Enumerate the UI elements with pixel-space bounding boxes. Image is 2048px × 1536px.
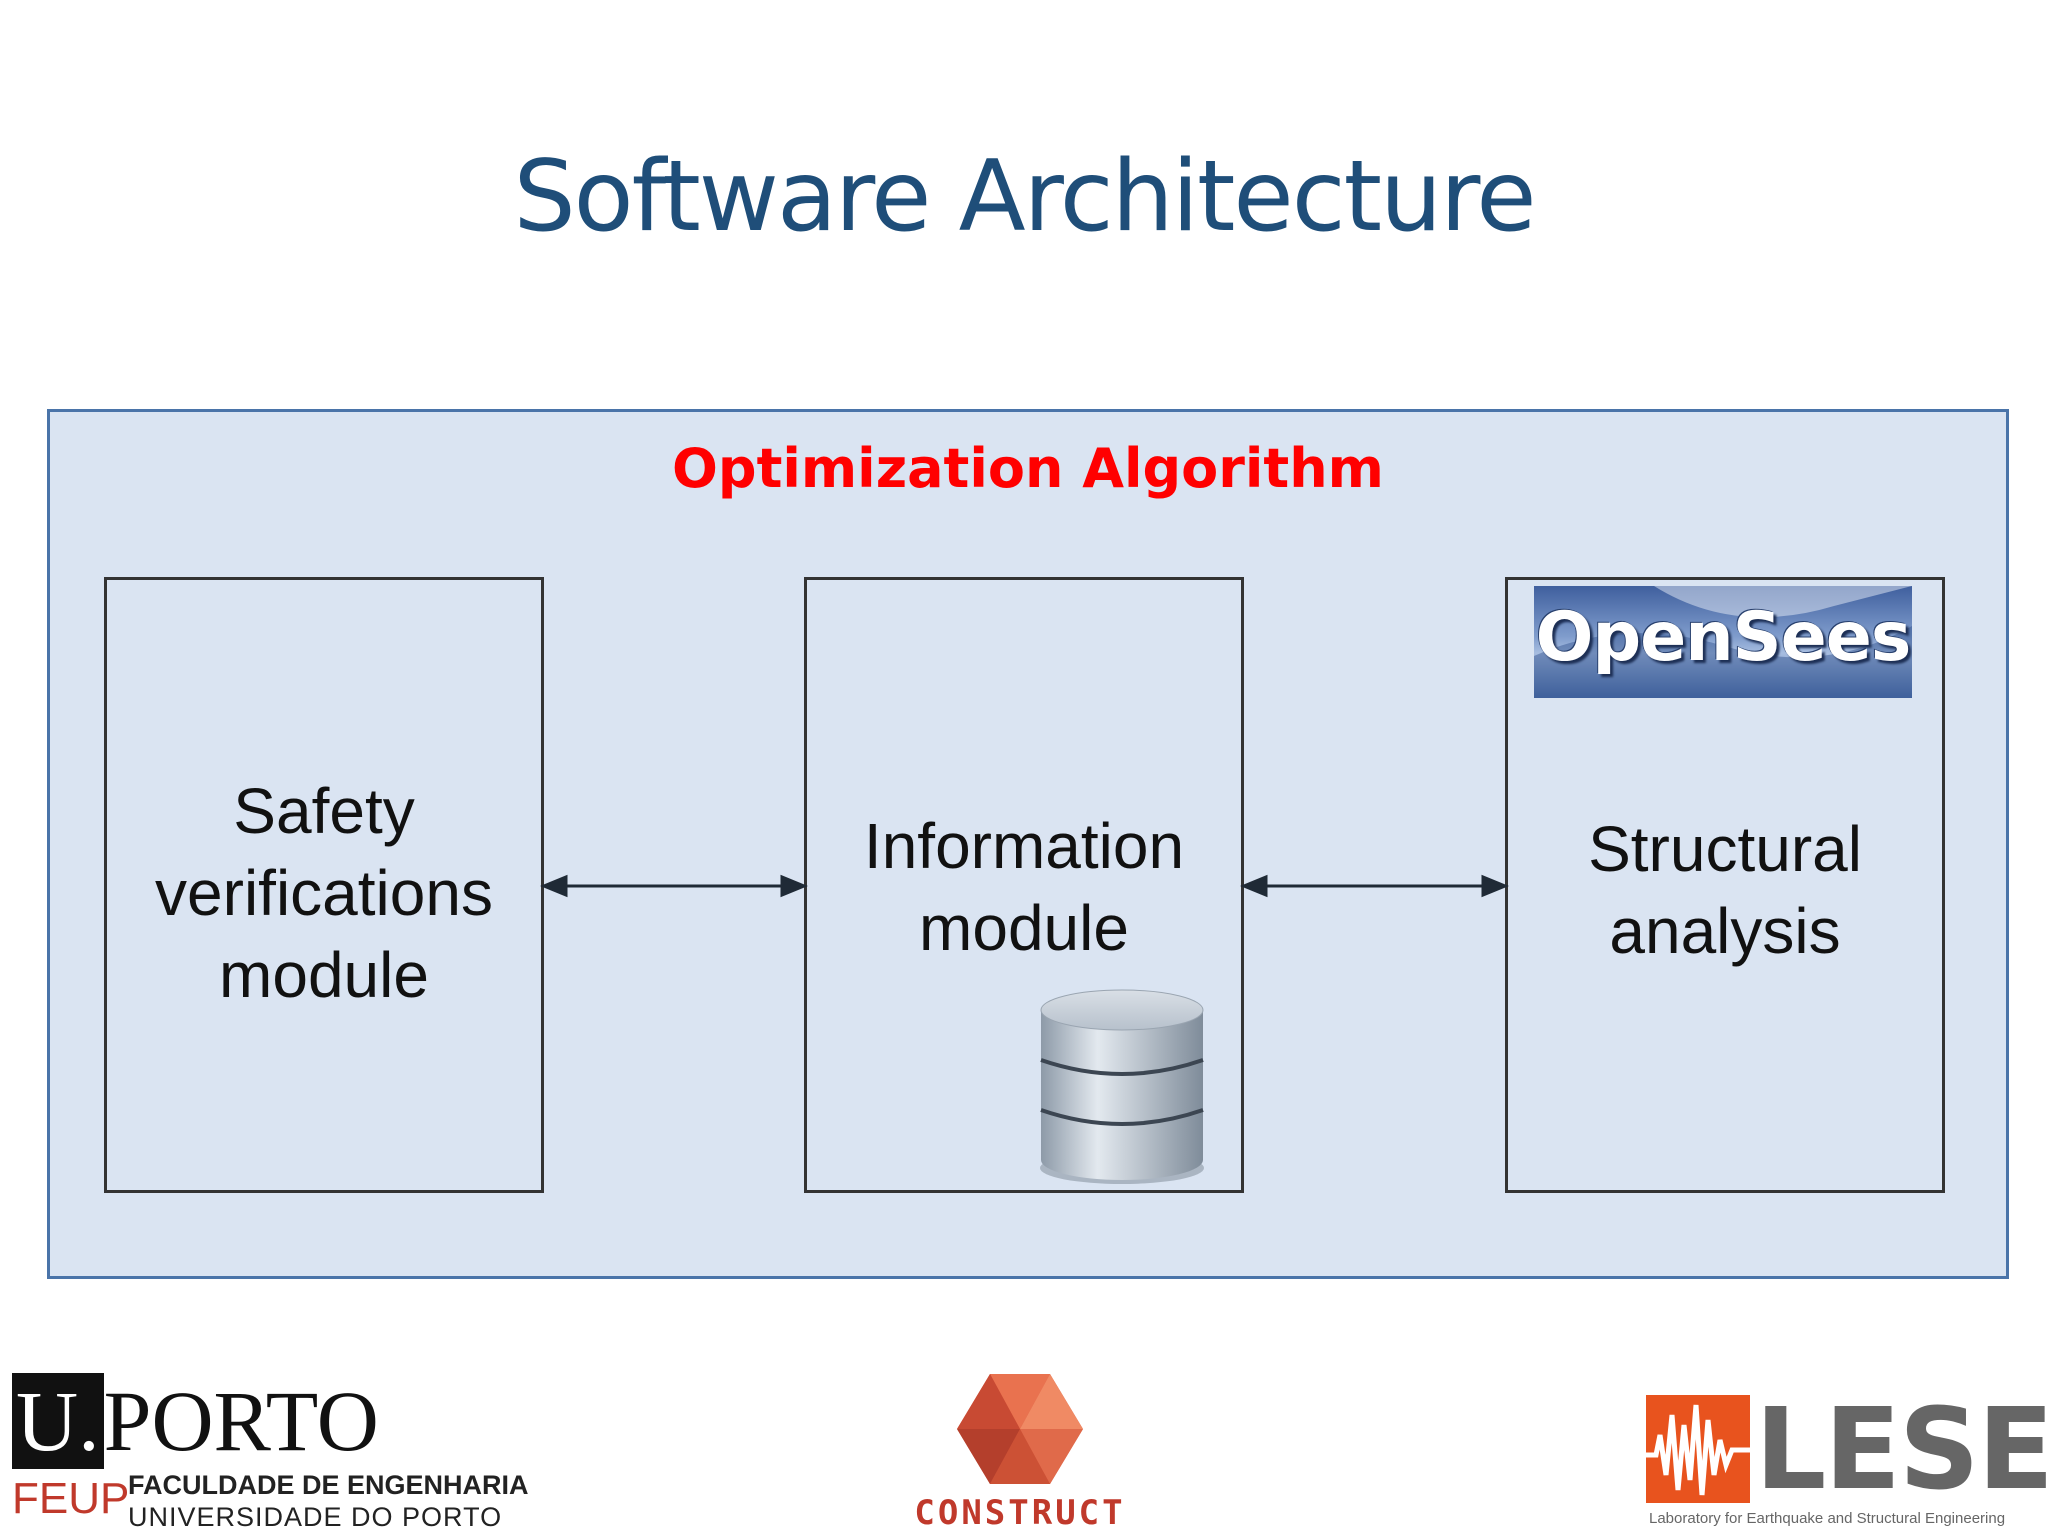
module-label: Safety verifications module: [155, 775, 493, 1011]
wave-graphic: [1534, 586, 1912, 698]
structural-analysis-module: OpenSees Structural analysis: [1505, 577, 1945, 1193]
construct-text: CONSTRUCT: [914, 1493, 1126, 1533]
database-icon: [1040, 989, 1204, 1184]
construct-logo: CONSTRUCT: [900, 1372, 1140, 1533]
opensees-logo-text: OpenSees: [1535, 598, 1912, 677]
arrow-safety-information: [540, 874, 808, 898]
module-label: Information module: [863, 810, 1185, 964]
container-label: Optimization Algorithm: [672, 437, 1384, 500]
feup-line2: UNIVERSIDADE DO PORTO: [128, 1502, 503, 1532]
lese-subtitle: Laboratory for Earthquake and Structural…: [1649, 1510, 2006, 1527]
feup-line1: FACULDADE DE ENGENHARIA: [128, 1470, 529, 1500]
construct-hexagon-icon: [957, 1374, 1083, 1484]
arrow-information-structural: [1240, 874, 1509, 898]
seismograph-icon: [1646, 1395, 1750, 1503]
slide-title: Software Architecture: [513, 140, 1536, 254]
uporto-feup-logo: U.PORTO FEUP FACULDADE DE ENGENHARIA UNI…: [12, 1373, 529, 1532]
lese-wordmark: LESE: [1755, 1385, 2048, 1515]
feup-text: FEUP: [12, 1474, 130, 1523]
information-module: Information module: [804, 577, 1244, 1193]
uporto-wordmark: U.PORTO: [12, 1373, 379, 1469]
opensees-logo: OpenSees: [1534, 586, 1912, 698]
module-label: Structural analysis: [1588, 813, 1862, 967]
